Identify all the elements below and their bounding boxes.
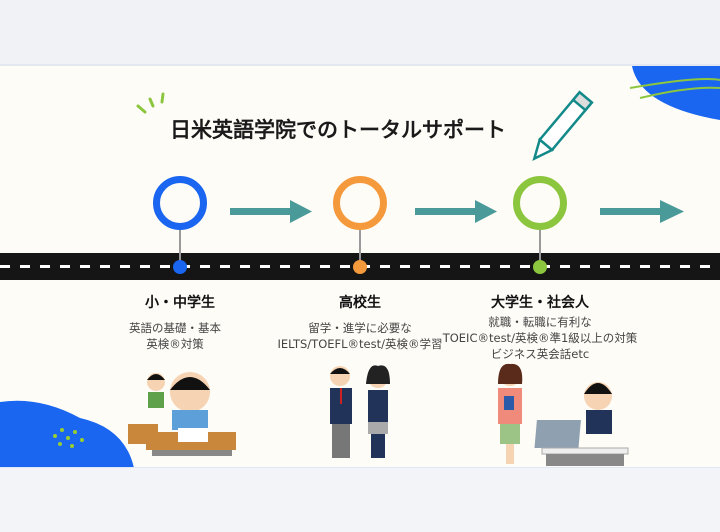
- timeline-dot: [173, 260, 187, 274]
- high-school-students-illustration: [330, 365, 390, 458]
- timeline-stem: [179, 226, 181, 266]
- decorations: [0, 66, 720, 467]
- blue-blob-top-right: [632, 66, 720, 120]
- stage-description: 就職・転職に有利な TOEIC®test/英検®準1級以上の対策 ビジネス英会話…: [420, 314, 660, 362]
- dot-pattern: [53, 428, 84, 448]
- arrow-icon: [230, 200, 684, 223]
- support-banner: 日米英語学院でのトータルサポート 小・中学生 英語の基礎・基本 英検®対策 高校…: [0, 66, 720, 468]
- stage-heading: 高校生: [339, 295, 381, 311]
- top-bar: [0, 0, 720, 66]
- timeline-dot: [533, 260, 547, 274]
- stage-heading: 大学生・社会人: [491, 295, 589, 311]
- stage-ring-green: [513, 176, 567, 230]
- desc-line: 就職・転職に有利な: [488, 315, 592, 329]
- desc-line: 英語の基礎・基本: [129, 321, 221, 335]
- stage-description: 留学・進学に必要な IELTS/TOEFL®test/英検®学習: [240, 320, 480, 352]
- stage-ring-blue: [153, 176, 207, 230]
- stage-ring-orange: [333, 176, 387, 230]
- desc-line: IELTS/TOEFL®test/英検®学習: [277, 337, 443, 351]
- desc-line: 英検®対策: [146, 337, 204, 351]
- students-illustration: [128, 372, 236, 456]
- sparkle-lines: [136, 92, 165, 114]
- desc-line: 留学・進学に必要な: [308, 321, 412, 335]
- desc-line: ビジネス英会話etc: [490, 347, 590, 361]
- stage-heading: 小・中学生: [145, 295, 215, 311]
- adults-illustration: [498, 363, 629, 466]
- timeline-stem: [539, 226, 541, 266]
- timeline-dot: [353, 260, 367, 274]
- green-scribble: [629, 78, 720, 99]
- pencil-icon: [532, 90, 594, 161]
- stage-description: 英語の基礎・基本 英検®対策: [55, 320, 295, 352]
- timeline-stem: [359, 226, 361, 266]
- desc-line: TOEIC®test/英検®準1級以上の対策: [442, 331, 638, 345]
- page-title: 日米英語学院でのトータルサポート: [170, 118, 506, 142]
- blue-blob-bottom-left: [0, 400, 134, 467]
